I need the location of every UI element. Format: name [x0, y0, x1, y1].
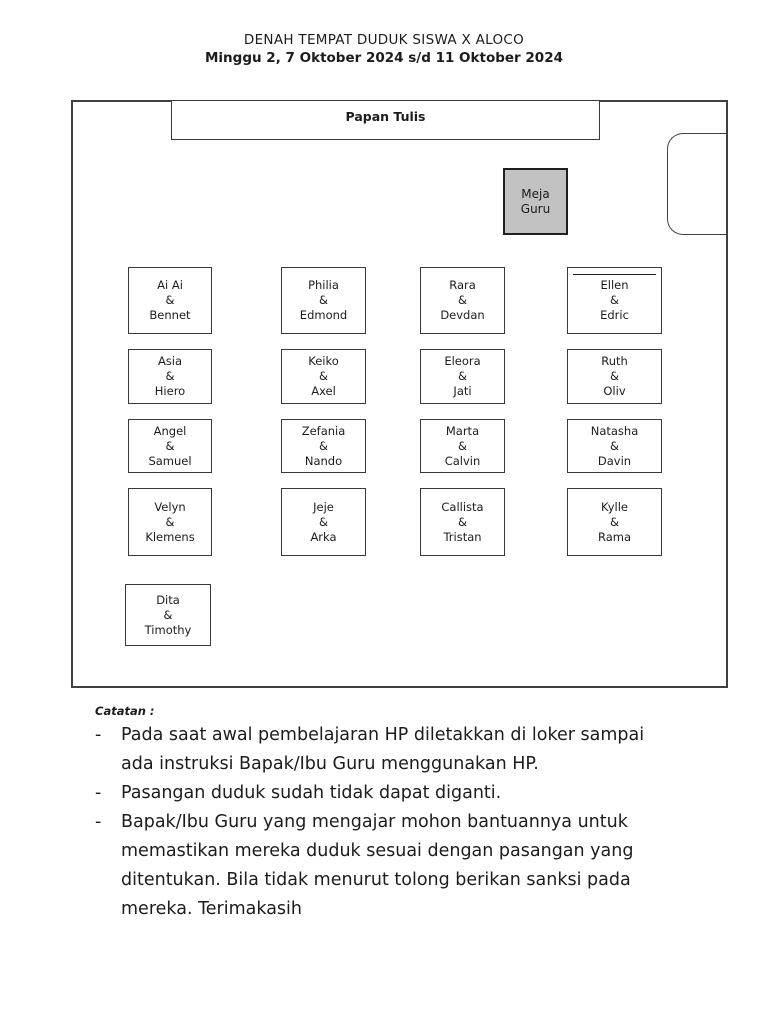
note-text: Pasangan duduk sudah tidak dapat diganti… — [121, 783, 502, 803]
seat-box: Kylle&Rama — [567, 488, 662, 556]
seat-name-1: Ellen — [600, 278, 629, 292]
seat-box: Dita&Timothy — [125, 584, 211, 646]
seat-name-2: Nando — [304, 453, 343, 468]
seat-separator: & — [319, 369, 328, 383]
seat-box: Callista&Tristan — [420, 488, 505, 556]
seat-name-1: Philia — [308, 278, 339, 292]
seat-name-1: Callista — [441, 499, 484, 514]
note-bullet: - — [95, 812, 102, 832]
seat-box: Rara&Devdan — [420, 267, 505, 334]
seat-box: Marta&Calvin — [420, 419, 505, 473]
seat-box: Ruth&Oliv — [567, 349, 662, 404]
seat-separator: & — [610, 514, 619, 529]
note-bullet: - — [95, 783, 102, 803]
seat-name-2: Tristan — [443, 529, 482, 544]
seat-name-1: Rara — [449, 278, 476, 292]
note-item: -Pada saat awal pembelajaran HP diletakk… — [95, 721, 655, 779]
header: DENAH TEMPAT DUDUK SISWA X ALOCO Minggu … — [0, 31, 768, 67]
seat-separator: & — [319, 438, 328, 453]
teacher-desk-label-line1: Meja — [521, 186, 550, 201]
whiteboard-box: Papan Tulis — [171, 100, 600, 140]
seat-separator: & — [458, 293, 467, 307]
page-title: DENAH TEMPAT DUDUK SISWA X ALOCO — [243, 32, 525, 48]
seat-name-1: Natasha — [590, 423, 639, 438]
seat-name-2: Davin — [597, 453, 632, 468]
seat-separator: & — [610, 438, 619, 453]
seat-box: Zefania&Nando — [281, 419, 366, 473]
note-item: -Pasangan duduk sudah tidak dapat digant… — [95, 779, 655, 808]
seat-name-1: Zefania — [301, 423, 346, 438]
seat-separator: & — [610, 369, 619, 383]
seat-separator: & — [165, 438, 175, 453]
seat-name-1: Eleora — [444, 354, 481, 368]
seat-box: Jeje&Arka — [281, 488, 366, 556]
seat-name-1: Ai Ai — [157, 278, 183, 292]
seat-box: Ai Ai&Bennet — [128, 267, 212, 334]
seat-name-2: Samuel — [148, 453, 192, 468]
seat-box: Keiko&Axel — [281, 349, 366, 404]
seat-separator: & — [165, 293, 175, 307]
teacher-desk-label-line2: Guru — [520, 201, 551, 216]
seat-box: Philia&Edmond — [281, 267, 366, 334]
seat-name-2: Timothy — [144, 622, 192, 637]
note-bullet: - — [95, 725, 102, 745]
seat-name-2: Edmond — [299, 308, 348, 322]
page-subtitle: Minggu 2, 7 Oktober 2024 s/d 11 Oktober … — [204, 50, 563, 66]
seat-separator: & — [163, 607, 173, 622]
seat-name-2: Klemens — [145, 529, 195, 544]
notes-heading: Catatan : — [95, 704, 155, 718]
seat-name-1: Marta — [445, 423, 480, 438]
seat-name-2: Rama — [597, 529, 632, 544]
seat-name-1: Velyn — [154, 499, 186, 514]
seat-name-2: Oliv — [603, 384, 626, 398]
seat-box: Velyn&Klemens — [128, 488, 212, 556]
seat-name-1: Asia — [157, 354, 183, 368]
notes-list: -Pada saat awal pembelajaran HP diletakk… — [95, 721, 655, 924]
seat-box: Asia&Hiero — [128, 349, 212, 404]
door-shape — [667, 133, 728, 235]
seat-name-1: Kylle — [601, 499, 628, 514]
seat-name-2: Devdan — [440, 308, 485, 322]
seat-separator: & — [319, 514, 328, 529]
seat-name-1: Dita — [156, 592, 180, 607]
seat-separator: & — [610, 293, 619, 307]
seat-box: Natasha&Davin — [567, 419, 662, 473]
note-item: -Bapak/Ibu Guru yang mengajar mohon bant… — [95, 808, 655, 924]
seat-name-2: Calvin — [444, 453, 481, 468]
seat-name-2: Edric — [600, 308, 629, 322]
seat-top-line — [573, 274, 656, 275]
seat-separator: & — [165, 369, 175, 383]
note-text: Bapak/Ibu Guru yang mengajar mohon bantu… — [121, 812, 634, 919]
note-text: Pada saat awal pembelajaran HP diletakka… — [121, 725, 645, 774]
seat-name-1: Keiko — [308, 354, 339, 368]
seat-separator: & — [458, 514, 467, 529]
notes-section: Catatan : -Pada saat awal pembelajaran H… — [95, 703, 655, 924]
teacher-desk-box: Meja Guru — [503, 168, 568, 235]
seat-name-2: Bennet — [149, 308, 191, 322]
seat-name-2: Jati — [453, 384, 472, 398]
seat-separator: & — [165, 514, 175, 529]
whiteboard-label: Papan Tulis — [345, 108, 426, 124]
seat-name-2: Axel — [311, 384, 336, 398]
seat-box: Ellen&Edric — [567, 267, 662, 334]
seat-box: Eleora&Jati — [420, 349, 505, 404]
seat-separator: & — [458, 369, 467, 383]
seat-name-2: Arka — [310, 529, 337, 544]
seat-name-1: Ruth — [601, 354, 628, 368]
seat-name-2: Hiero — [154, 384, 186, 398]
seat-separator: & — [458, 438, 467, 453]
seat-name-1: Angel — [153, 423, 187, 438]
seat-separator: & — [319, 293, 328, 307]
seat-box: Angel&Samuel — [128, 419, 212, 473]
seat-name-1: Jeje — [313, 499, 334, 514]
